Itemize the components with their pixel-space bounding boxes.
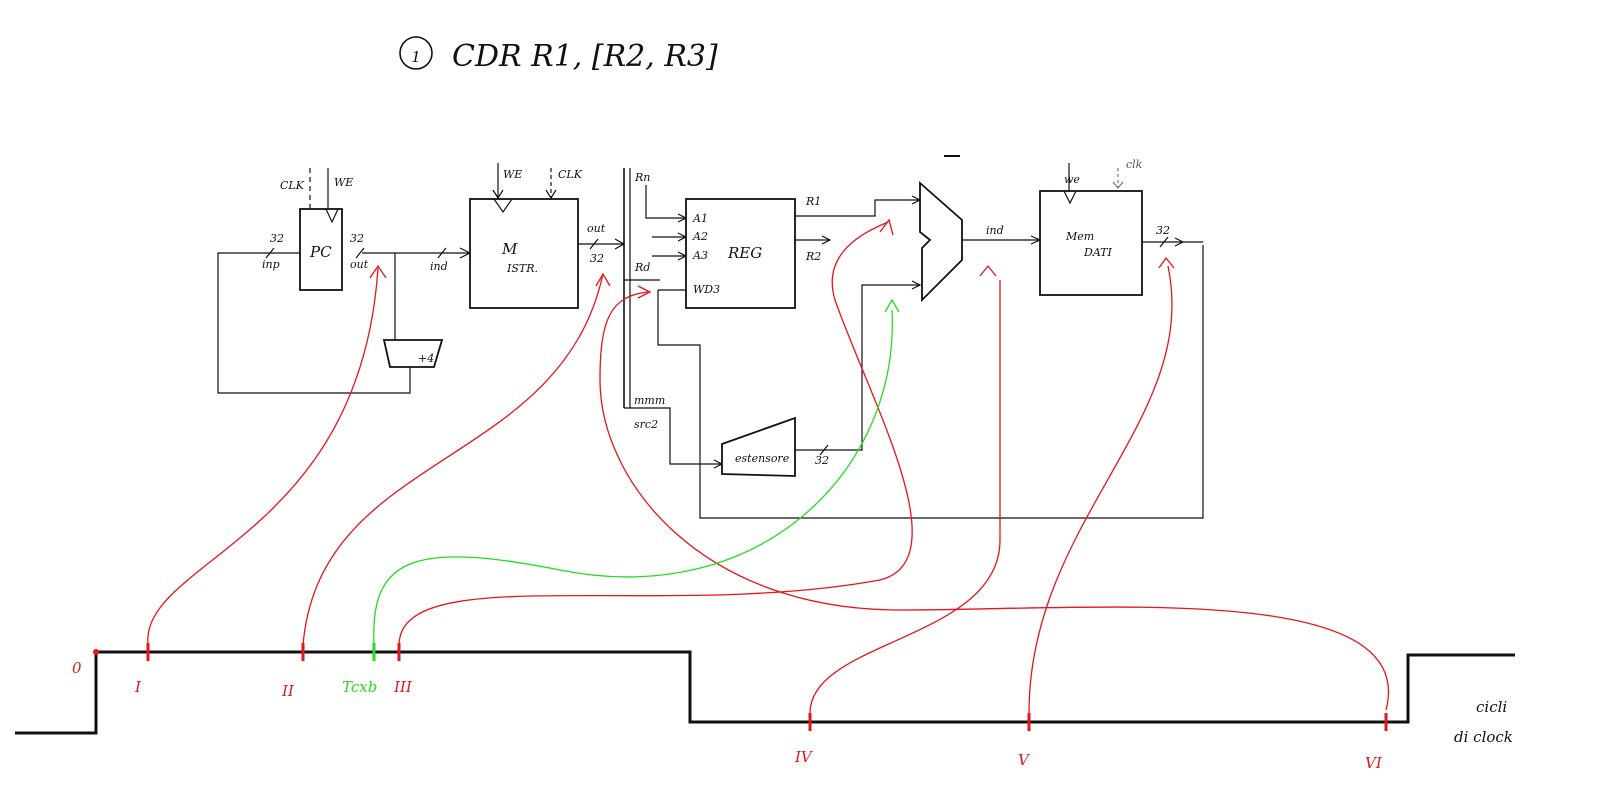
title-text: CDR R1, [R2, R3] bbox=[452, 39, 718, 74]
imem-clk-arrow bbox=[545, 189, 557, 200]
extender-label: estensore bbox=[735, 452, 790, 465]
curve-III-arrowhead bbox=[879, 218, 894, 236]
mark-I: I bbox=[134, 678, 142, 696]
rn-to-a1-wire bbox=[645, 185, 686, 219]
adder-label: +4 bbox=[418, 352, 434, 365]
dmem-label: Mem bbox=[1065, 230, 1094, 243]
curve-tcxb-arrowhead bbox=[884, 298, 900, 313]
extender-block bbox=[721, 416, 796, 477]
adder-plus4 bbox=[382, 339, 444, 368]
instruction-memory bbox=[469, 198, 579, 309]
extender-to-mux-wire bbox=[795, 284, 920, 451]
pc-in-width: 32 bbox=[270, 232, 284, 245]
reg-r1-label: R1 bbox=[805, 195, 821, 208]
curve-IV-mux-out bbox=[809, 280, 1001, 714]
curve-II-imem-out bbox=[302, 273, 604, 646]
green-curve-group bbox=[373, 298, 900, 646]
clock-signal bbox=[15, 650, 1515, 735]
imem-ind-label: ind bbox=[430, 260, 448, 273]
pc-out-width: 32 bbox=[350, 232, 364, 245]
curve-III-r1 bbox=[398, 221, 913, 646]
imem-we-arrow bbox=[492, 189, 504, 200]
datapath-wires bbox=[217, 155, 1204, 519]
mark-V: V bbox=[1018, 751, 1031, 769]
mark-IV: IV bbox=[794, 748, 814, 766]
curve-VI-wd3 bbox=[599, 291, 1390, 711]
dmem-clk-arrow bbox=[1112, 181, 1124, 189]
imem-we-label: WE bbox=[503, 168, 522, 181]
axis-label-clock: di clock bbox=[1454, 728, 1513, 746]
mark-tcxb: Tcxb bbox=[342, 678, 377, 696]
component-labels: CLK WE PC 32 inp 32 out +4 WE CLK ind M … bbox=[262, 158, 1170, 467]
bus-width-slashes bbox=[265, 236, 1169, 456]
dmem-clock-triangle bbox=[1063, 190, 1077, 205]
clock-origin-dot bbox=[93, 649, 99, 655]
r1-to-mux-wire bbox=[795, 199, 920, 217]
register-file bbox=[685, 198, 796, 309]
writeback-wire bbox=[657, 245, 1204, 519]
axis-label-cicli: cicli bbox=[1476, 698, 1507, 716]
imem-sublabel: ISTR. bbox=[506, 262, 538, 275]
bus-rn-label: Rn bbox=[634, 171, 650, 184]
reg-wd3-label: WD3 bbox=[693, 283, 720, 296]
imem-out-label: out bbox=[587, 222, 606, 235]
curve-VI-arrowhead bbox=[637, 285, 652, 299]
mux-out-label: ind bbox=[986, 224, 1004, 237]
pc-we-label: WE bbox=[334, 176, 353, 189]
title-number-circle bbox=[399, 36, 433, 70]
curve-V-dmem-out bbox=[1028, 265, 1173, 714]
curve-I-arrowhead bbox=[369, 264, 387, 279]
reg-r2-label: R2 bbox=[805, 250, 821, 263]
mux-alu bbox=[919, 181, 963, 303]
timing-curves bbox=[147, 218, 1390, 714]
title-group: 1 CDR R1, [R2, R3] bbox=[399, 36, 718, 74]
curve-tcxb-extender bbox=[373, 309, 893, 646]
clock-triangles bbox=[325, 190, 1077, 224]
dmem-clk-label: clk bbox=[1126, 158, 1143, 171]
dmem-we-label: we bbox=[1064, 173, 1080, 186]
pc-clock-triangle bbox=[325, 208, 339, 224]
data-memory bbox=[1039, 190, 1143, 296]
pc-register bbox=[299, 208, 343, 291]
extender-out-width: 32 bbox=[815, 454, 829, 467]
pc-in-label: inp bbox=[262, 258, 280, 271]
imem-clk-label: CLK bbox=[558, 168, 583, 181]
pc-out-label: out bbox=[350, 258, 369, 271]
curve-V-arrowhead bbox=[1158, 256, 1175, 269]
timeline-labels: 0 I II Tcxb III IV V VI cicli di clock bbox=[72, 659, 1513, 772]
curve-I-pc-out bbox=[147, 267, 379, 646]
clock-waveform bbox=[15, 650, 1515, 735]
title-number: 1 bbox=[411, 48, 421, 66]
bus-src2-label: src2 bbox=[634, 418, 658, 431]
dmem-out-width: 32 bbox=[1156, 224, 1170, 237]
timeline-ticks bbox=[146, 643, 1388, 731]
pc-feedback-wire bbox=[217, 252, 411, 394]
reg-a1-label: A1 bbox=[692, 212, 708, 225]
src2-to-extender-wire bbox=[624, 407, 722, 465]
timeline-origin: 0 bbox=[72, 659, 82, 677]
mark-VI: VI bbox=[1365, 754, 1383, 772]
imem-label: M bbox=[501, 240, 518, 258]
components bbox=[299, 181, 1143, 477]
r2-out-arrow bbox=[821, 235, 832, 245]
reg-a3-label: A3 bbox=[692, 249, 708, 262]
imem-clock-triangle bbox=[493, 198, 513, 214]
dmem-sublabel: DATI bbox=[1083, 246, 1112, 259]
pc-label: PC bbox=[309, 243, 332, 261]
bus-mmm-label: mmm bbox=[634, 394, 665, 407]
curve-II-arrowhead bbox=[595, 272, 611, 287]
bus-rd-label: Rd bbox=[634, 261, 650, 274]
ext-mux-arrow bbox=[911, 280, 922, 290]
imem-out-width: 32 bbox=[590, 252, 604, 265]
curve-IV-arrowhead bbox=[979, 264, 997, 277]
pc-clk-label: CLK bbox=[280, 179, 305, 192]
mark-II: II bbox=[281, 682, 295, 700]
reg-label: REG bbox=[727, 244, 762, 262]
dmem-out-arrow bbox=[1174, 237, 1185, 247]
mark-III: III bbox=[393, 678, 413, 696]
reg-a2-label: A2 bbox=[692, 230, 708, 243]
